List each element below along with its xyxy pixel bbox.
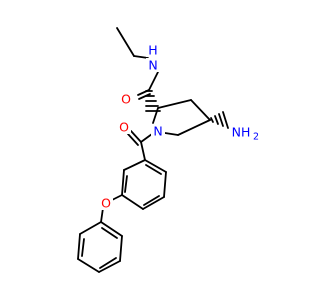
bond-ring-c3-c4 — [190, 99, 211, 121]
svg-text:H: H — [148, 43, 157, 58]
molecule-structure-diagram: N H O N NH 2 O O — [77, 27, 262, 273]
bond-n-benzoyl-c — [140, 133, 153, 143]
svg-text:2: 2 — [253, 132, 259, 143]
atom-label-h-amide: H — [146, 43, 160, 58]
bond-ring-c5-n — [164, 132, 179, 136]
svg-text:O: O — [119, 120, 129, 135]
atom-label-n-amide: N — [146, 58, 160, 73]
svg-text:N: N — [148, 58, 157, 73]
benzene-ring-2 — [77, 221, 123, 273]
bond-ethyl-ch3-ch2 — [116, 27, 135, 57]
hashed-wedge-c4 — [210, 111, 229, 129]
bond-benzoyl-co-1 — [130, 130, 142, 143]
atom-label-o-ether: O — [99, 196, 113, 211]
bond-benzoyl-c-aryl — [140, 141, 146, 161]
benzene-ring-1 — [121, 159, 167, 210]
svg-text:O: O — [121, 92, 131, 107]
bond-benzoyl-co-2 — [127, 133, 139, 146]
bond-ring-c2-c3 — [157, 99, 192, 109]
atom-label-o-amide: O — [119, 92, 133, 107]
svg-text:N: N — [153, 124, 162, 139]
bond-amide-co-2 — [138, 93, 151, 100]
svg-text:NH: NH — [232, 125, 251, 140]
atom-label-nh2-amino: NH 2 — [230, 125, 262, 143]
bond-ring-n-c2 — [152, 107, 159, 124]
bond-aryl-ether-o — [111, 194, 123, 201]
bond-ethyl-ch2-n — [133, 55, 149, 59]
svg-text:O: O — [101, 196, 111, 211]
bond-ring-c4-c5 — [177, 119, 211, 136]
atom-label-n-ring: N — [151, 124, 165, 139]
bond-ether-o-aryl2 — [100, 207, 104, 223]
bond-n-carbonyl-c — [148, 71, 159, 91]
atom-label-o-benzoyl: O — [117, 120, 131, 135]
